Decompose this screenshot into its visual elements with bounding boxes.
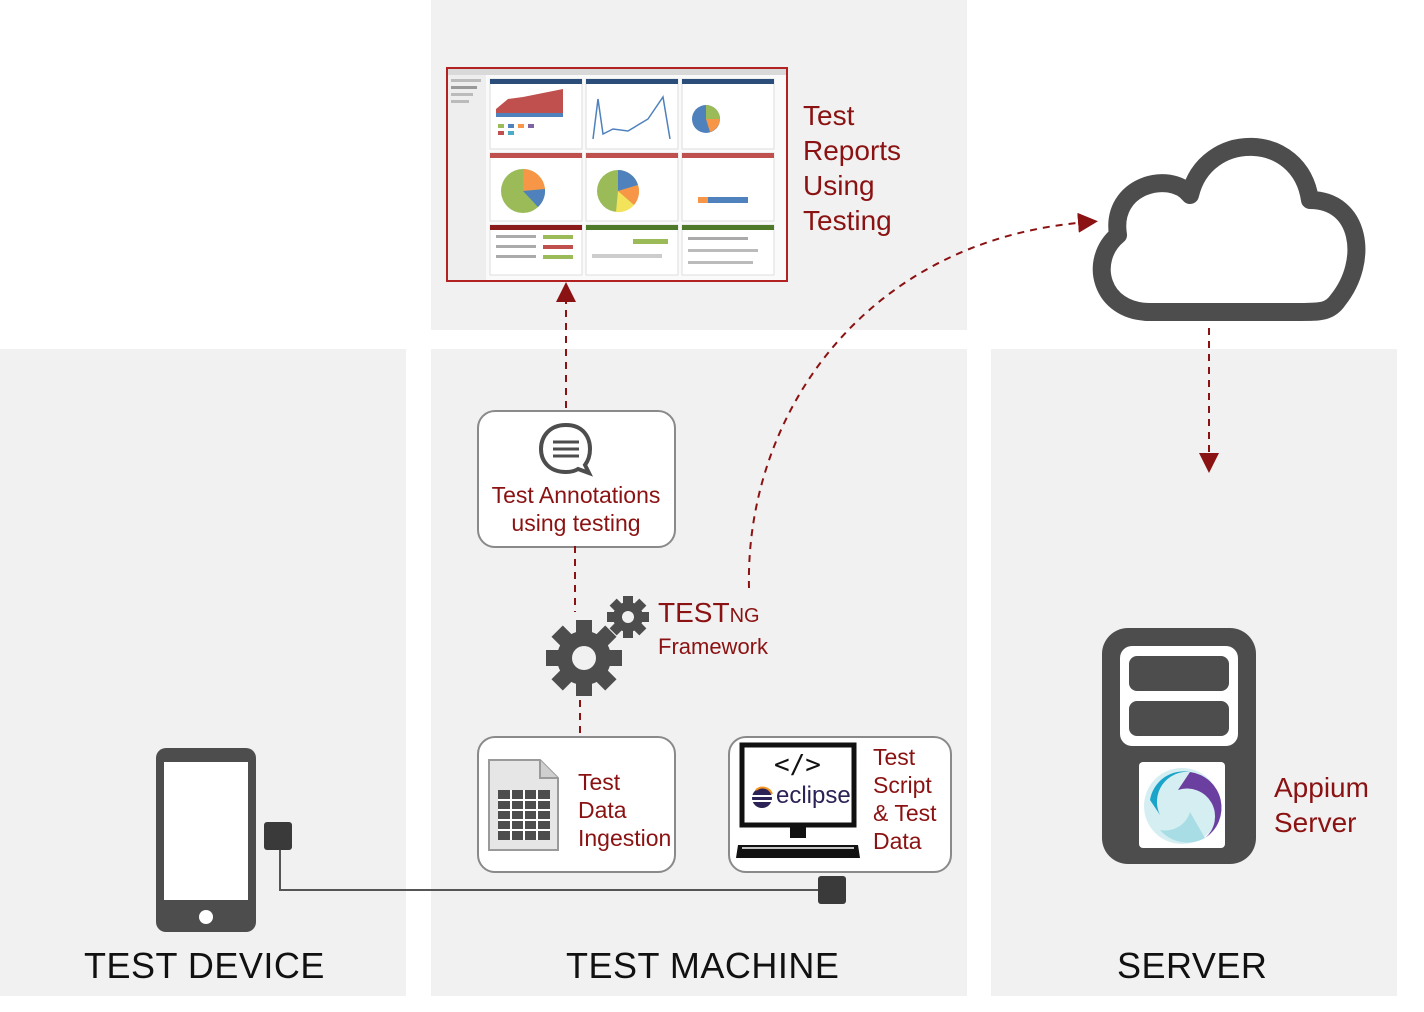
usb-cable bbox=[279, 848, 834, 891]
chat-bubble-icon bbox=[538, 422, 594, 477]
test-device-label: TEST DEVICE bbox=[84, 945, 325, 986]
gears-icon bbox=[546, 596, 649, 696]
test-report-screenshot bbox=[446, 67, 788, 282]
data-ingestion-text: Test Data Ingestion bbox=[578, 768, 671, 852]
appium-server-label: Appium Server bbox=[1274, 770, 1369, 840]
report-caption: Test Reports Using Testing bbox=[803, 98, 901, 238]
computer-icon bbox=[736, 742, 860, 858]
report-caption-line: Using bbox=[803, 170, 875, 201]
framework-title-big: TEST bbox=[658, 597, 730, 628]
data-ingestion-line: Ingestion bbox=[578, 825, 672, 851]
script-data-line: Script bbox=[873, 772, 932, 798]
code-glyph: </> bbox=[774, 750, 821, 780]
eclipse-logo bbox=[752, 786, 773, 808]
script-data-line: Data bbox=[873, 828, 922, 854]
annotations-text: Test Annotations using testing bbox=[480, 481, 672, 537]
report-caption-line: Test bbox=[803, 100, 855, 131]
eclipse-wordmark: eclipse bbox=[776, 782, 851, 809]
usb-plug-machine bbox=[818, 876, 846, 904]
appium-logo bbox=[1144, 768, 1222, 844]
report-caption-line: Reports bbox=[803, 135, 902, 166]
framework-title: TESTNG bbox=[658, 597, 768, 632]
phone-icon bbox=[156, 748, 256, 932]
server-label: SERVER bbox=[1117, 945, 1268, 986]
framework-to-cloud-arrow bbox=[747, 212, 1098, 589]
script-data-line: Test bbox=[873, 744, 916, 770]
report-caption-line: Testing bbox=[803, 205, 892, 236]
framework-label: TESTNG Framework bbox=[658, 597, 768, 662]
script-data-text: Test Script & Test Data bbox=[873, 743, 937, 855]
data-ingestion-line: Data bbox=[578, 797, 627, 823]
data-ingestion-line: Test bbox=[578, 769, 621, 795]
cloud-icon bbox=[1092, 137, 1366, 321]
annotations-line-2: using testing bbox=[511, 510, 641, 536]
test-machine-label: TEST MACHINE bbox=[566, 945, 840, 986]
framework-title-small: NG bbox=[729, 605, 760, 627]
appium-line: Server bbox=[1274, 807, 1357, 838]
annotations-line-1: Test Annotations bbox=[491, 482, 661, 508]
script-data-line: & Test bbox=[873, 800, 937, 826]
framework-subtitle: Framework bbox=[658, 634, 769, 659]
spreadsheet-icon bbox=[488, 759, 559, 851]
usb-plug-device bbox=[264, 822, 292, 850]
report-thumbnail-graphic bbox=[448, 69, 786, 280]
appium-line: Appium bbox=[1274, 772, 1369, 803]
